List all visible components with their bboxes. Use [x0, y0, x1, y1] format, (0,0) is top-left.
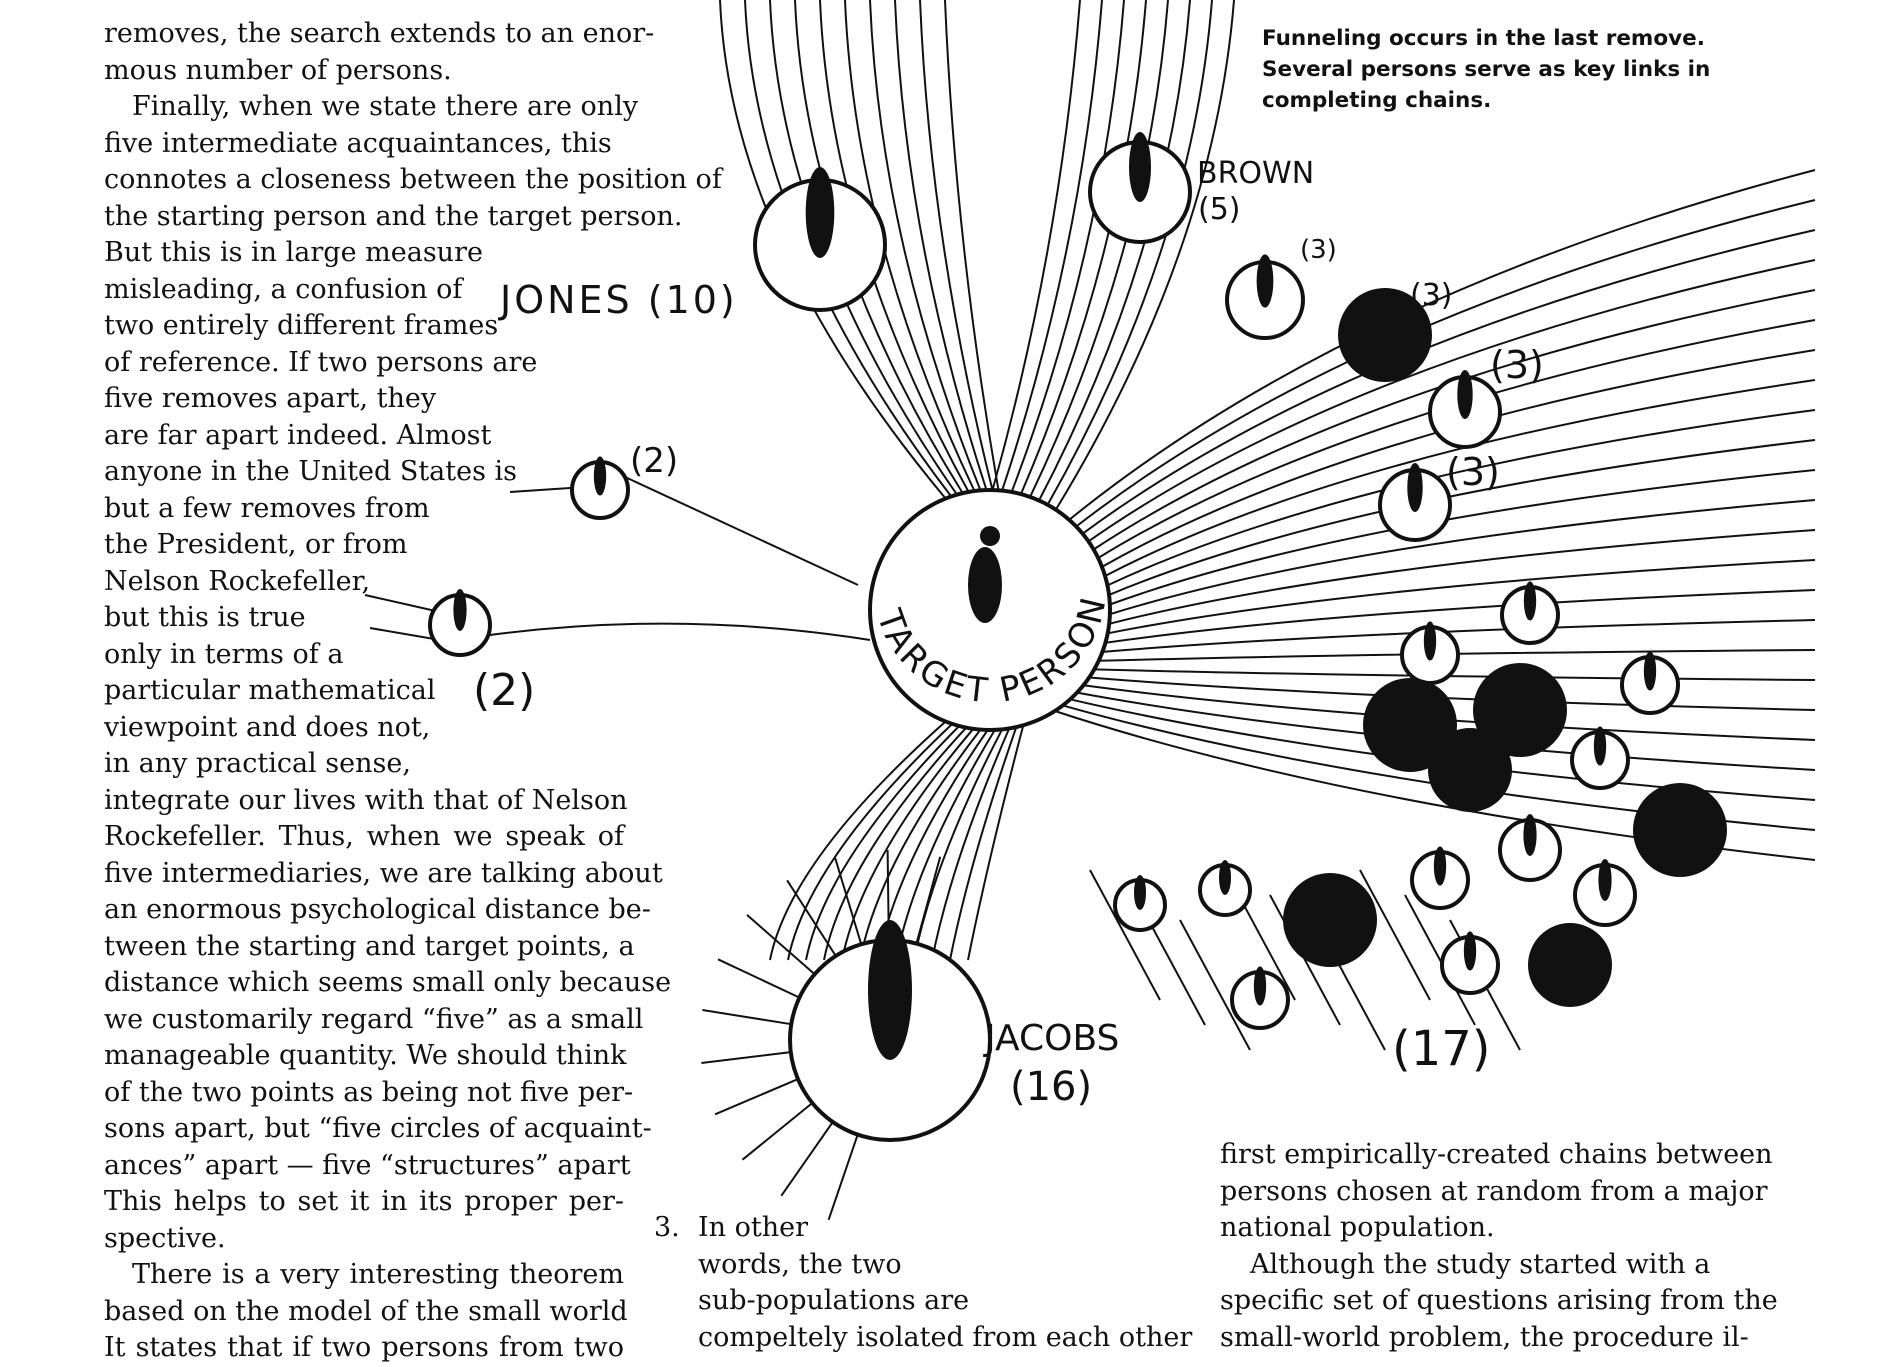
text-line: Although the study started with a — [1220, 1247, 1740, 1284]
text-line: persons chosen at random from a major — [1220, 1174, 1740, 1211]
count-label: (2) — [630, 441, 678, 481]
right-column: first empirically-created chains between… — [1220, 1137, 1740, 1356]
jones-label: JONES (10) — [498, 278, 738, 322]
person-node — [1200, 860, 1250, 915]
footnote-line: compeltely isolated from each other — [698, 1320, 1192, 1357]
jacobs-count-label: (16) — [1010, 1064, 1092, 1110]
person-node — [430, 589, 490, 655]
footnote-line: In other — [698, 1210, 1192, 1247]
brown-count-label: (5) — [1198, 192, 1241, 227]
person-node — [1530, 925, 1610, 1005]
jacobs-label: JACOBS — [983, 1018, 1119, 1059]
person-node — [1232, 966, 1288, 1028]
person-node — [1412, 846, 1468, 908]
text-line: first empirically-created chains between — [1220, 1137, 1740, 1174]
count-label: (3) — [1446, 450, 1500, 494]
person-node — [1502, 581, 1558, 643]
person-node — [1575, 859, 1635, 925]
footnote-line: words, the two — [698, 1247, 1192, 1284]
text-line: national population. — [1220, 1210, 1740, 1247]
count-label: (3) — [1300, 235, 1337, 265]
person-node — [1635, 785, 1725, 875]
person-node — [1285, 875, 1375, 965]
count-label: (17) — [1392, 1021, 1491, 1077]
footnote-number: 3. — [654, 1210, 680, 1247]
person-node — [1622, 651, 1678, 713]
person-node — [1380, 463, 1450, 540]
count-label: (2) — [473, 665, 535, 716]
footnote-body: In other words, the two sub-populations … — [698, 1210, 1192, 1356]
person-node — [1115, 875, 1165, 930]
person-node — [755, 167, 885, 310]
text-line: specific set of questions arising from t… — [1220, 1283, 1740, 1320]
text-line: small-world problem, the procedure il- — [1220, 1320, 1740, 1357]
person-node — [572, 456, 628, 518]
brown-label: BROWN — [1197, 156, 1314, 191]
person-node — [790, 920, 990, 1140]
person-node — [1227, 254, 1303, 338]
person-node — [1572, 726, 1628, 788]
person-node — [1442, 931, 1498, 993]
count-label: (3) — [1410, 278, 1453, 313]
person-node — [1430, 730, 1510, 810]
footnote-line: sub-populations are — [698, 1283, 1192, 1320]
count-label: (3) — [1490, 343, 1544, 387]
